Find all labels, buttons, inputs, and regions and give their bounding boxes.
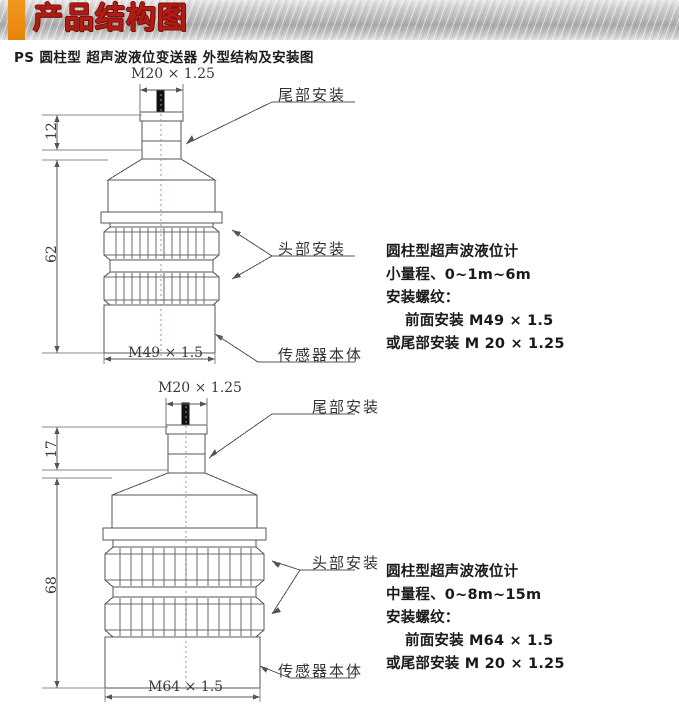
d1-label-head-mount: 头部安装 [278,240,347,258]
subtitle: PS 圆柱型 超声波液位变送器 外型结构及安装图 [14,50,314,66]
d1-width-dim-label: M49 × 1.5 [128,345,204,361]
spec-block-medium-range: 圆柱型超声波液位计 中量程、0~8m~15m 安装螺纹： 前面安装 M64 × … [386,561,565,676]
spec1-line3: 安装螺纹： [386,290,460,306]
d1-label-sensor-body: 传感器本体 [278,346,364,364]
d2-label-sensor-body: 传感器本体 [278,662,364,680]
d1-top-dim-label: 12 [44,122,60,140]
spec-block-small-range: 圆柱型超声波液位计 小量程、0~1m~6m 安装螺纹： 前面安装 M49 × 1… [386,241,565,356]
spec2-line5: 或尾部安装 M 20 × 1.25 [386,656,565,672]
d1-body-dim-label: 62 [44,245,60,263]
d2-body-dim-label: 68 [44,576,60,594]
d1-top-thread-label: M20 × 1.25 [131,66,215,82]
d1-label-tail-mount: 尾部安装 [278,86,347,104]
diagram-small-range [42,84,355,364]
d2-label-head-mount: 头部安装 [312,554,381,572]
d2-top-dim-label: 17 [44,440,60,458]
header-accent-bar [8,0,25,40]
page-header [0,0,679,40]
d2-top-thread-label: M20 × 1.25 [158,380,242,396]
spec1-line1: 圆柱型超声波液位计 [386,244,519,260]
spec2-line2: 中量程、0~8m~15m [386,587,542,603]
spec2-line1: 圆柱型超声波液位计 [386,564,519,580]
page-title: 产品结构图 [33,1,188,36]
spec1-line4: 前面安装 M49 × 1.5 [405,313,554,329]
d2-label-tail-mount: 尾部安装 [312,398,381,416]
spec1-line2: 小量程、0~1m~6m [386,267,531,283]
spec2-line3: 安装螺纹： [386,610,460,626]
d2-width-dim-label: M64 × 1.5 [148,679,224,695]
spec1-line5: 或尾部安装 M 20 × 1.25 [386,336,565,352]
spec2-line4: 前面安装 M64 × 1.5 [405,633,554,649]
diagram-medium-range [42,398,355,702]
